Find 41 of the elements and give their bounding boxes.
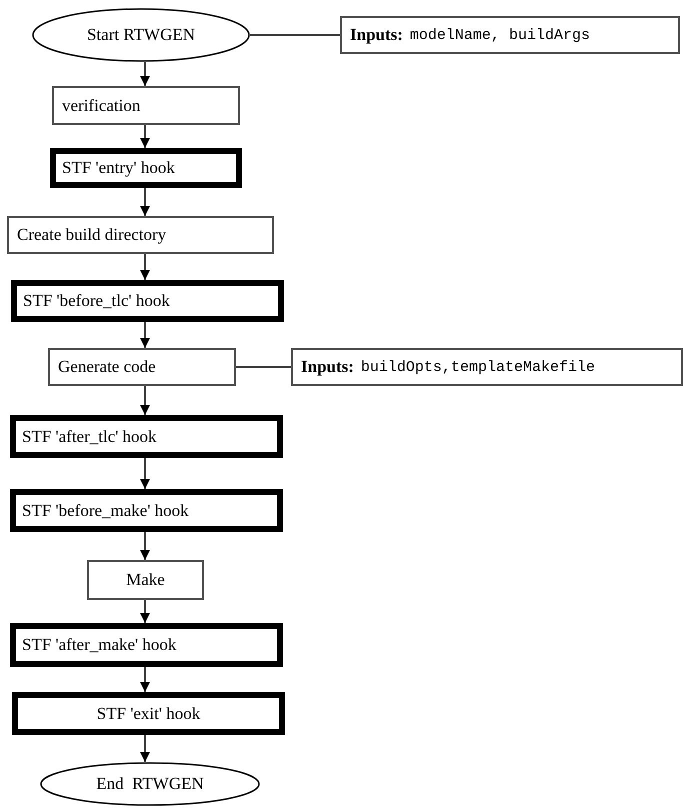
connector-line bbox=[236, 366, 291, 368]
step-label: STF 'before_tlc' hook bbox=[23, 291, 170, 311]
step-label: STF 'after_tlc' hook bbox=[22, 426, 157, 446]
arrow bbox=[140, 532, 150, 560]
arrow bbox=[140, 254, 150, 280]
inputs-box bbox=[291, 348, 683, 386]
arrow bbox=[140, 322, 150, 348]
step-label: STF 'before_make' hook bbox=[22, 500, 189, 520]
hook-box bbox=[10, 415, 283, 458]
process-box bbox=[48, 348, 236, 386]
hook-box bbox=[11, 280, 284, 322]
hook-box bbox=[12, 692, 285, 735]
hook-box bbox=[50, 148, 242, 188]
arrow bbox=[140, 125, 150, 148]
step-label: Generate code bbox=[58, 357, 156, 377]
step-label: Make bbox=[126, 570, 165, 590]
step-label: STF 'entry' hook bbox=[62, 158, 175, 178]
argument-list: buildOpts,templateMakefile bbox=[360, 358, 595, 376]
argument-list: modelName, buildArgs bbox=[410, 26, 590, 44]
step-label: Start RTWGEN bbox=[86, 25, 196, 45]
process-box bbox=[87, 560, 204, 600]
connector-line bbox=[250, 34, 340, 36]
step-label: STF 'after_make' hook bbox=[22, 635, 176, 655]
arrow bbox=[140, 735, 150, 762]
arrow bbox=[140, 188, 150, 216]
arrow bbox=[140, 386, 150, 415]
step-label: Create build directory bbox=[17, 225, 166, 245]
arrow bbox=[140, 62, 150, 86]
inputs-label: Inputs: bbox=[350, 25, 403, 45]
hook-box bbox=[10, 489, 283, 532]
process-box bbox=[7, 216, 274, 254]
arrow bbox=[140, 458, 150, 489]
process-box bbox=[52, 86, 240, 125]
hook-box bbox=[10, 623, 283, 667]
step-label: STF 'exit' hook bbox=[96, 704, 200, 724]
arrow bbox=[140, 667, 150, 692]
step-label: End RTWGEN bbox=[96, 774, 204, 794]
inputs-box bbox=[340, 16, 680, 54]
step-label: verification bbox=[62, 96, 140, 116]
arrow bbox=[140, 600, 150, 623]
inputs-label: Inputs: bbox=[301, 357, 354, 377]
